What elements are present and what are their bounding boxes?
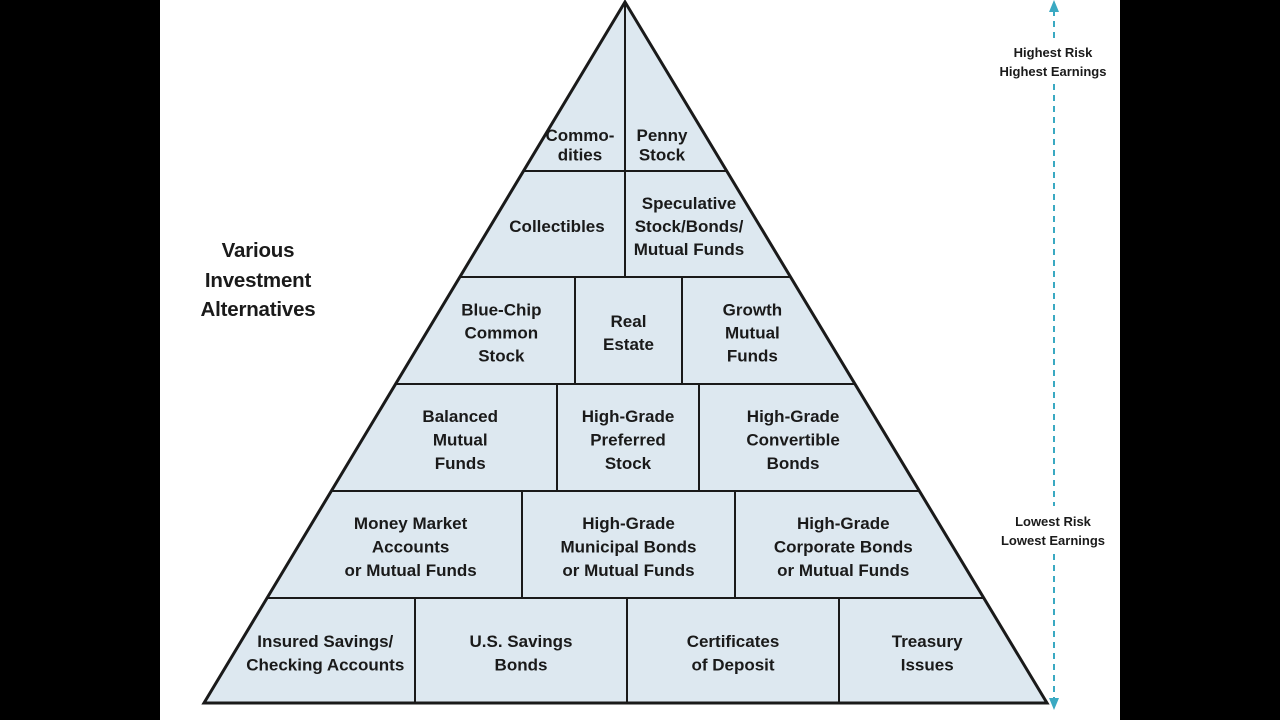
arrow-down-icon (1049, 698, 1059, 710)
cell-high-grade-convertible-bonds-line: Convertible (746, 431, 840, 450)
lowest-risk-label: Lowest Risk Lowest Earnings (1000, 514, 1106, 548)
cell-balanced-mutual-funds-line: Mutual (433, 431, 488, 450)
cell-blue-chip-common-stock-line: Stock (478, 347, 525, 366)
risk-axis (1049, 0, 1059, 710)
cell-us-savings-bonds-line: Bonds (495, 655, 548, 674)
cell-growth-mutual-funds-line: Mutual (725, 324, 780, 343)
highest-risk-label: Highest Risk Highest Earnings (999, 45, 1107, 79)
arrow-up-icon (1049, 0, 1059, 12)
pyramid-fill (204, 2, 1047, 703)
cell-collectibles: Collectibles (509, 217, 604, 236)
cell-high-grade-corporate-bonds-line: High-Grade (797, 514, 890, 533)
cell-certificates-of-deposit: Certificates of Deposit (687, 632, 780, 675)
cell-commodities: Commo-dities (546, 126, 615, 165)
cell-us-savings-bonds-line: U.S. Savings (470, 632, 573, 651)
cell-treasury-issues-line: Treasury (892, 632, 963, 651)
cell-penny-stock-line: Stock (639, 145, 686, 164)
cell-insured-savings-checking-accounts: Insured Savings/Checking Accounts (246, 632, 404, 675)
diagram-title: Various Investment Alternatives (200, 239, 316, 321)
cell-insured-savings-checking-accounts-line: Insured Savings/ (257, 632, 393, 651)
cell-high-grade-convertible-bonds-line: High-Grade (747, 407, 840, 426)
tier-6: Insured Savings/Checking Accounts U.S. Sa… (246, 598, 963, 703)
cell-real-estate-line: Estate (603, 335, 654, 354)
cell-money-market-accounts-line: Money Market (354, 514, 468, 533)
cell-collectibles-line: Collectibles (509, 217, 604, 236)
cell-growth-mutual-funds-line: Funds (727, 347, 778, 366)
cell-real-estate-line: Real (611, 312, 647, 331)
cell-high-grade-preferred-stock-line: Stock (605, 454, 652, 473)
cell-treasury-issues-line: Issues (901, 655, 954, 674)
cell-blue-chip-common-stock-line: Common (465, 324, 539, 343)
cell-high-grade-municipal-bonds-line: Municipal Bonds (561, 538, 697, 557)
cell-high-grade-preferred-stock-line: High-Grade (582, 407, 675, 426)
cell-high-grade-preferred-stock-line: Preferred (590, 431, 666, 450)
cell-money-market-accounts-line: or Mutual Funds (344, 561, 476, 580)
cell-growth-mutual-funds-line: Growth (723, 301, 783, 320)
cell-speculative-stock-bonds-mutual-funds-line: Speculative (642, 194, 737, 213)
cell-penny-stock-line: Penny (636, 126, 688, 145)
cell-high-grade-convertible-bonds-line: Bonds (767, 454, 820, 473)
cell-commodities-line: dities (558, 145, 602, 164)
cell-speculative-stock-bonds-mutual-funds-line: Mutual Funds (634, 240, 744, 259)
cell-balanced-mutual-funds-line: Funds (435, 454, 486, 473)
cell-insured-savings-checking-accounts-line: Checking Accounts (246, 655, 404, 674)
cell-commodities-line: Commo- (546, 126, 615, 145)
cell-balanced-mutual-funds-line: Balanced (422, 407, 498, 426)
cell-high-grade-corporate-bonds-line: Corporate Bonds (774, 538, 913, 557)
cell-high-grade-municipal-bonds-line: High-Grade (582, 514, 675, 533)
cell-high-grade-municipal-bonds-line: or Mutual Funds (562, 561, 694, 580)
cell-blue-chip-common-stock-line: Blue-Chip (461, 301, 541, 320)
cell-money-market-accounts-line: Accounts (372, 538, 449, 557)
cell-certificates-of-deposit-line: Certificates (687, 632, 780, 651)
pyramid-outline (201, 0, 1050, 705)
cell-speculative-stock-bonds-mutual-funds-line: Stock/Bonds/ (635, 217, 744, 236)
cell-certificates-of-deposit-line: of Deposit (691, 655, 774, 674)
cell-high-grade-corporate-bonds-line: or Mutual Funds (777, 561, 909, 580)
